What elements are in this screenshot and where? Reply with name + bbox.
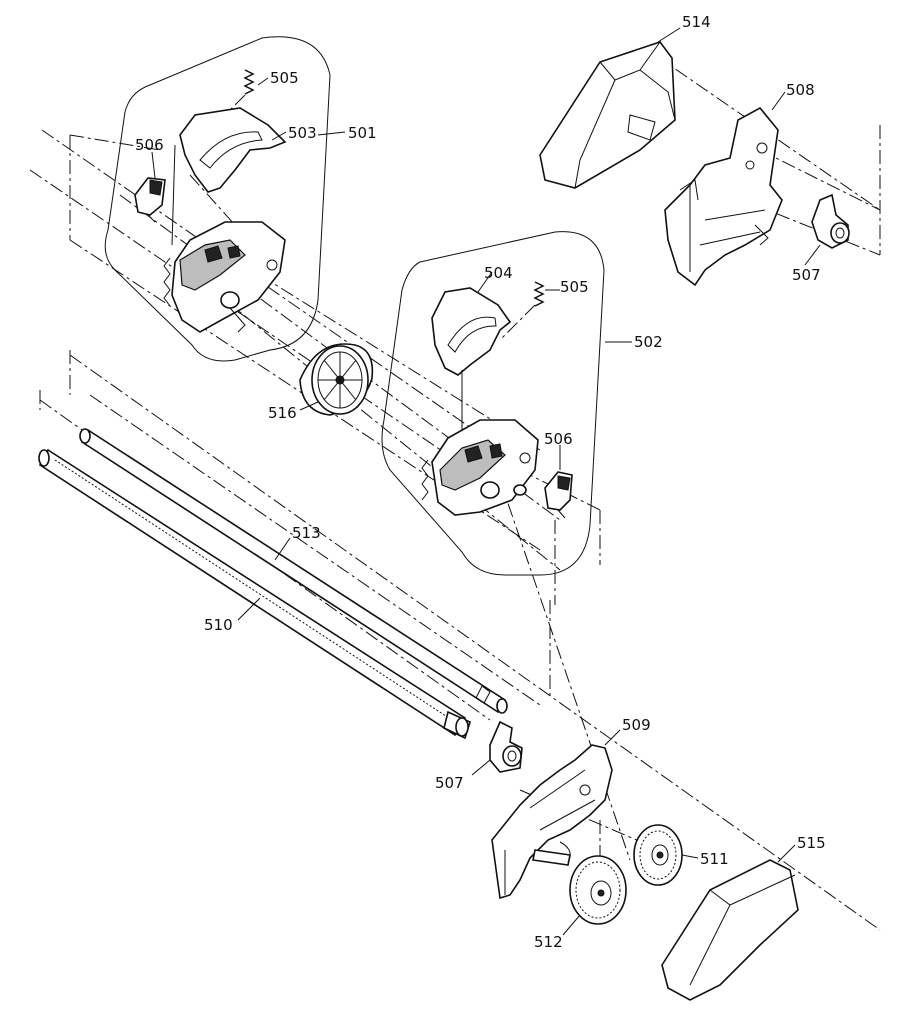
label-508: 508	[786, 81, 815, 99]
cam-plate-503	[171, 107, 287, 246]
label-506-right: 506	[544, 430, 573, 448]
bushing-507-bottom	[489, 720, 523, 773]
label-506-left: 506	[135, 136, 164, 154]
gear-512	[569, 855, 627, 925]
cam-plate-504	[431, 287, 512, 440]
side-frame-508	[664, 106, 783, 287]
label-504: 504	[484, 264, 513, 282]
label-510: 510	[204, 616, 233, 634]
roller-516	[299, 343, 374, 416]
label-512: 512	[534, 933, 563, 951]
clip-506-right	[544, 471, 573, 519]
label-514: 514	[682, 13, 711, 31]
label-509: 509	[622, 716, 651, 734]
cover-515	[661, 859, 799, 1001]
gear-housing-right	[421, 419, 539, 516]
label-502: 502	[634, 333, 663, 351]
label-511: 511	[700, 850, 729, 868]
label-507-top: 507	[792, 266, 821, 284]
label-507-bottom: 507	[435, 774, 464, 792]
label-505-mid: 505	[560, 278, 589, 296]
part-labels: 514 508 507 505 503 501 506 504 505 502 …	[135, 13, 826, 951]
cover-514	[539, 41, 676, 189]
assembly-boundary-501	[104, 36, 331, 362]
label-501: 501	[348, 124, 377, 142]
spring-505-mid	[499, 281, 545, 341]
clip-506-left	[134, 177, 166, 223]
label-516: 516	[268, 404, 297, 422]
leader-lines	[151, 27, 821, 936]
shaft-513	[79, 428, 508, 714]
label-503: 503	[288, 124, 317, 142]
gear-housing-left	[163, 221, 286, 333]
shaft-510	[38, 448, 471, 740]
label-513: 513	[292, 524, 321, 542]
side-frame-509	[491, 744, 613, 900]
label-505-top: 505	[270, 69, 299, 87]
gear-511	[633, 824, 683, 886]
assembly-boundary-502	[381, 231, 605, 576]
label-515: 515	[797, 834, 826, 852]
bushing-507-top	[811, 193, 850, 249]
